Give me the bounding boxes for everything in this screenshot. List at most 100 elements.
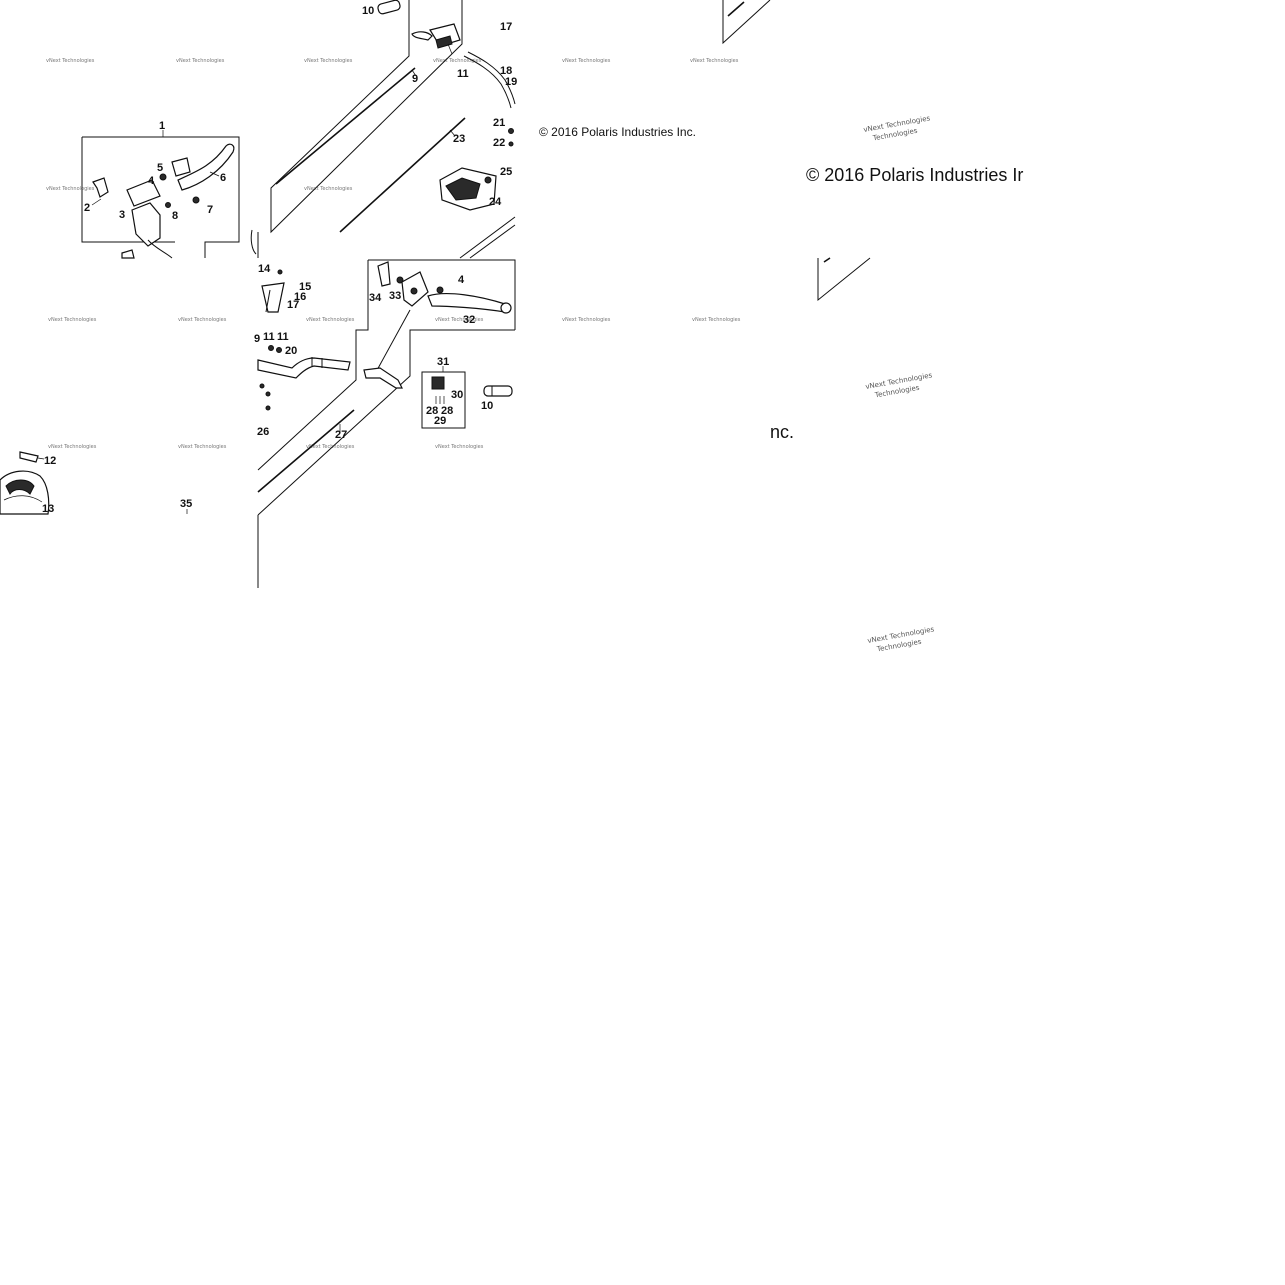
section-outline (459, 216, 516, 259)
cable-fragment (823, 257, 831, 263)
callout-5: 5 (157, 162, 163, 174)
screw (165, 202, 171, 208)
callout-16: 16 (294, 291, 306, 303)
watermark-large: vNext Technologies Technologies (867, 625, 935, 653)
handlebar (257, 357, 351, 379)
watermark: vNext Technologies (562, 317, 611, 323)
switch-bracket (377, 261, 391, 287)
brake-hose-right (467, 51, 516, 105)
leader-line (449, 129, 456, 137)
leader-line (411, 69, 417, 77)
copyright-fragment: nc. (770, 422, 794, 442)
watermark-large: vNext Technologies Technologies (865, 371, 933, 399)
watermark: vNext Technologies (178, 317, 227, 323)
section-outline (469, 224, 516, 259)
nut (396, 276, 404, 284)
callout-30: 30 (451, 389, 463, 401)
assembly-box-31 (421, 371, 466, 429)
clamp-bolt (268, 345, 274, 351)
tile-right: vNext Technologies vNext Technologies vN… (539, 0, 1023, 654)
callout-28: 28 (426, 405, 438, 417)
callout-3: 3 (119, 209, 125, 221)
callout-29: 29 (434, 415, 446, 427)
section-outline (257, 260, 369, 471)
screw (508, 128, 514, 134)
watermark: vNext Technologies (48, 317, 97, 323)
watermark: vNext Technologies (304, 186, 353, 192)
fitting (121, 249, 135, 259)
callout-27: 27 (335, 429, 347, 441)
callout-4b: 4 (458, 274, 465, 286)
callout-22: 22 (493, 137, 505, 149)
callout-21: 21 (493, 117, 505, 129)
brake-lever (177, 143, 235, 191)
callout-35: 35 (180, 498, 192, 510)
callout-26: 26 (257, 426, 269, 438)
callout-1: 1 (159, 120, 165, 132)
callout-9: 9 (412, 73, 418, 85)
copyright-notice-small: © 2016 Polaris Industries Inc. (539, 125, 696, 139)
pivot-bolt (410, 287, 418, 295)
callout-33: 33 (389, 290, 401, 302)
watermark: vNext Technologies (46, 186, 95, 192)
callout-23: 23 (453, 133, 465, 145)
callout-14: 14 (258, 263, 271, 275)
callout-19b: 9 (254, 333, 260, 345)
callout-10: 10 (362, 5, 374, 17)
hand-grip (377, 0, 401, 15)
callout-11b: 11 (263, 331, 275, 343)
callout-2: 2 (84, 202, 90, 214)
callout-11c: 11 (277, 331, 289, 343)
master-cylinder-body (126, 179, 161, 207)
leader-line (91, 198, 102, 206)
callout-19: 19 (505, 76, 517, 88)
watermark: vNext Technologies (433, 58, 482, 64)
clutch-cable-end (375, 309, 411, 373)
callout-10b: 10 (481, 400, 493, 412)
callout-28b: 28 (441, 405, 453, 417)
callout-17b: 17 (287, 299, 299, 311)
leader-line (447, 43, 453, 55)
brake-hose (147, 239, 173, 259)
nut (436, 286, 444, 294)
washer (508, 141, 514, 147)
callout-25: 25 (500, 166, 512, 178)
section-outline (257, 329, 515, 516)
callout-13: 13 (42, 503, 54, 515)
bolt (265, 405, 271, 411)
master-cylinder-reservoir (131, 202, 161, 247)
watermark: vNext Technologies (690, 58, 739, 64)
brake-lever-right (411, 31, 433, 41)
grommet (19, 451, 39, 463)
watermark: vNext Technologies (178, 444, 227, 450)
throttle-cable (275, 67, 416, 185)
section-outline (722, 0, 771, 45)
assembly-box-1 (81, 136, 240, 258)
brake-hose-right-edge (463, 55, 512, 109)
watermark: vNext Technologies (435, 317, 484, 323)
callout-8: 8 (172, 210, 178, 222)
callout-24: 24 (489, 196, 502, 208)
clutch-cable (339, 117, 466, 233)
switch-block (445, 177, 481, 201)
watermark: vNext Technologies (562, 58, 611, 64)
cover-rib (3, 495, 43, 503)
callout-11: 11 (457, 68, 469, 80)
assembly-box-clutch (368, 259, 516, 330)
bolt (265, 391, 271, 397)
watermark: vNext Technologies (435, 444, 484, 450)
clamp-cap (171, 157, 191, 177)
hand-grip (483, 385, 513, 397)
callout-12: 12 (44, 455, 56, 467)
tile-left: vNext Technologies vNext Technologies vN… (0, 58, 240, 515)
watermark: vNext Technologies (48, 444, 97, 450)
switch-screw (484, 176, 492, 184)
nut (159, 173, 167, 181)
callout-32: 32 (463, 314, 475, 326)
callout-6: 6 (220, 172, 226, 184)
cover-pad (5, 479, 35, 495)
clamp-bracket (92, 177, 109, 198)
clamp-bolt (276, 347, 282, 353)
callout-4: 4 (148, 175, 155, 187)
